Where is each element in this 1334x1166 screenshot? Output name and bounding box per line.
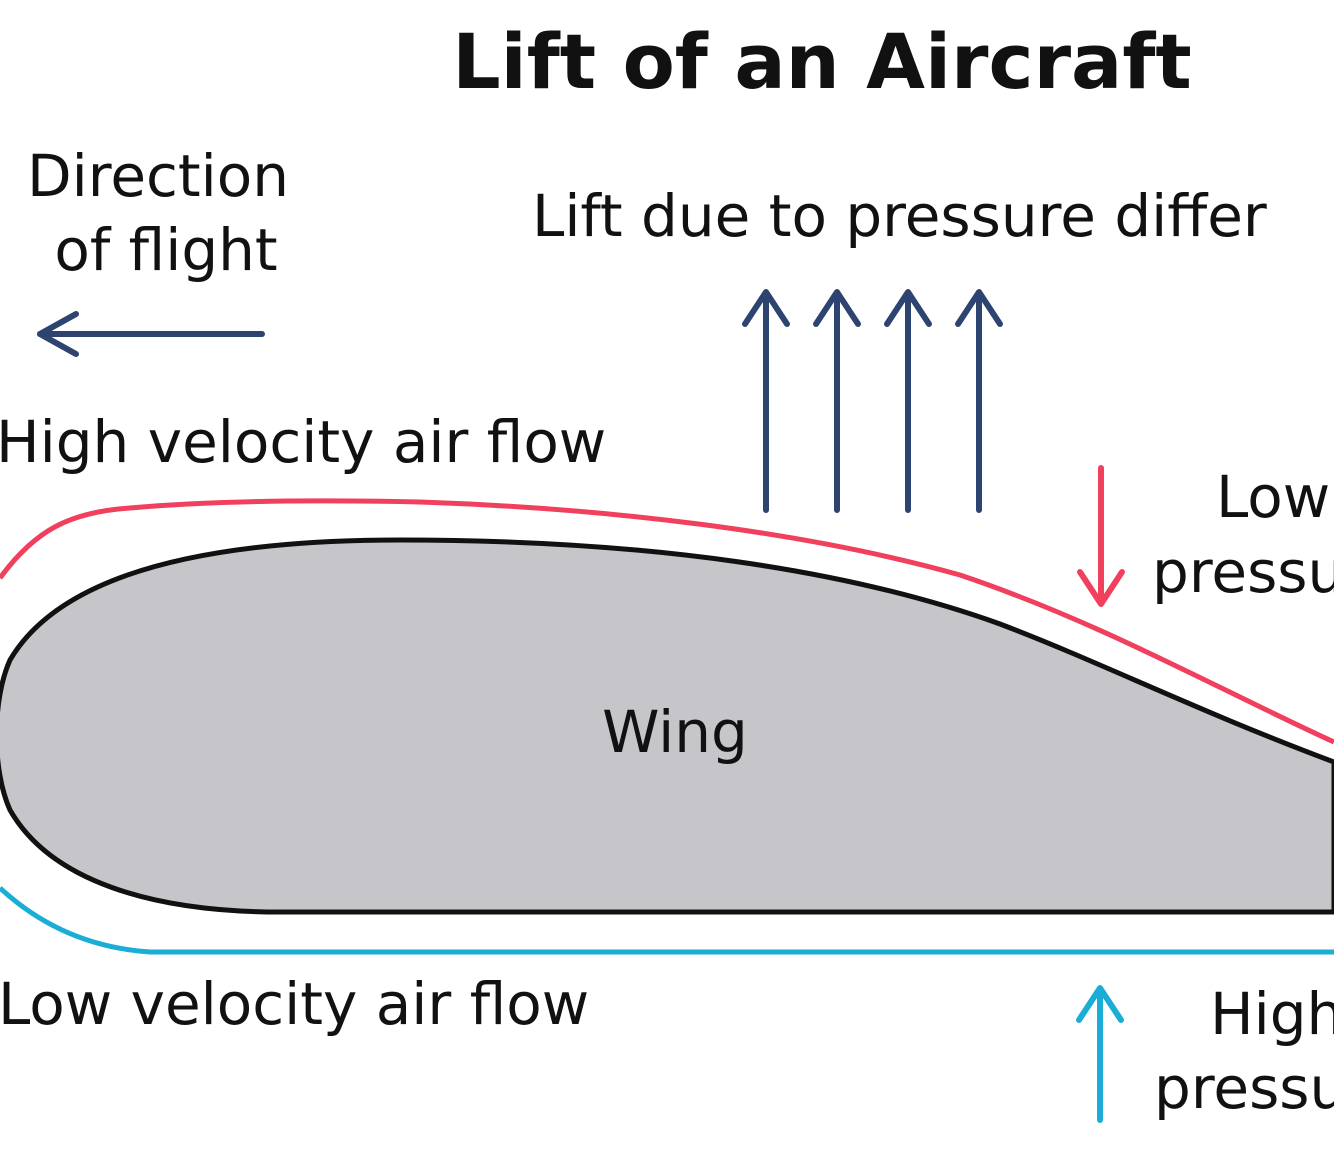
high-pressure-arrow-icon bbox=[1076, 985, 1124, 1123]
diagram-title: Lift of an Aircraft bbox=[452, 17, 1191, 106]
lift-arrow-1-icon bbox=[742, 289, 790, 513]
lift-arrow-2-icon bbox=[813, 289, 861, 513]
high-pressure-label-line1: High bbox=[1210, 980, 1334, 1048]
high-velocity-label: High velocity air flow bbox=[0, 408, 606, 476]
high-pressure-label-line2: pressu bbox=[1154, 1054, 1334, 1122]
direction-arrow-icon bbox=[37, 311, 265, 357]
low-pressure-label-line1: Low bbox=[1216, 463, 1330, 531]
lift-label: Lift due to pressure differ bbox=[532, 182, 1267, 250]
low-pressure-label-line2: pressu bbox=[1152, 538, 1334, 606]
lift-arrow-4-icon bbox=[955, 289, 1003, 513]
lift-arrow-3-icon bbox=[884, 289, 932, 513]
low-pressure-arrow-icon bbox=[1077, 465, 1125, 607]
wing-label: Wing bbox=[602, 698, 748, 766]
wing-airfoil bbox=[0, 537, 1334, 915]
direction-label-line1: Direction bbox=[27, 142, 289, 210]
lower-airflow-line bbox=[0, 886, 1334, 955]
upper-airflow-line bbox=[0, 498, 1334, 745]
low-velocity-label: Low velocity air flow bbox=[0, 970, 589, 1038]
direction-label-line2: of flight bbox=[54, 216, 277, 284]
